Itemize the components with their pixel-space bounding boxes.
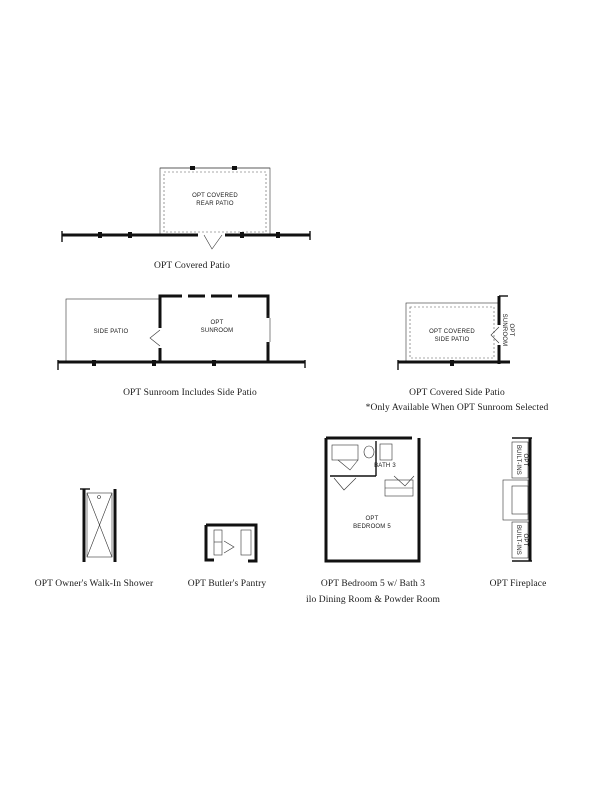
sunroom-caption: OPT Sunroom Includes Side Patio [123,388,257,398]
butlers-pantry-caption: OPT Butler's Pantry [187,579,267,589]
fireplace-upper-builtins-label: OPTBUILT-INS [515,445,528,475]
walk-in-shower-caption: OPT Owner's Walk-In Shower [34,579,154,589]
fireplace-lower-builtins-label: OPTBUILT-INS [515,525,528,555]
fireplace-caption: OPT Fireplace [489,579,547,589]
bath3-label: BATH 3 [374,463,396,469]
covered-rear-patio-caption: OPT Covered Patio [154,261,230,271]
side-sunroom-label: OPTSUNROOM [501,314,514,347]
butlers-pantry-plan [204,523,258,563]
walk-in-shower-plan [80,488,117,562]
side-patio-label: SIDE PATIO [94,329,129,335]
covered-side-patio-note: *Only Available When OPT Sunroom Selecte… [365,403,549,413]
fireplace-plan: OPTBUILT-INS OPTBUILT-INS [502,437,532,562]
bedroom5-caption: OPT Bedroom 5 w/ Bath 3 [320,579,426,589]
covered-side-patio-caption: OPT Covered Side Patio [409,388,505,398]
bedroom5-caption-2: ilo Dining Room & Powder Room [305,595,441,605]
